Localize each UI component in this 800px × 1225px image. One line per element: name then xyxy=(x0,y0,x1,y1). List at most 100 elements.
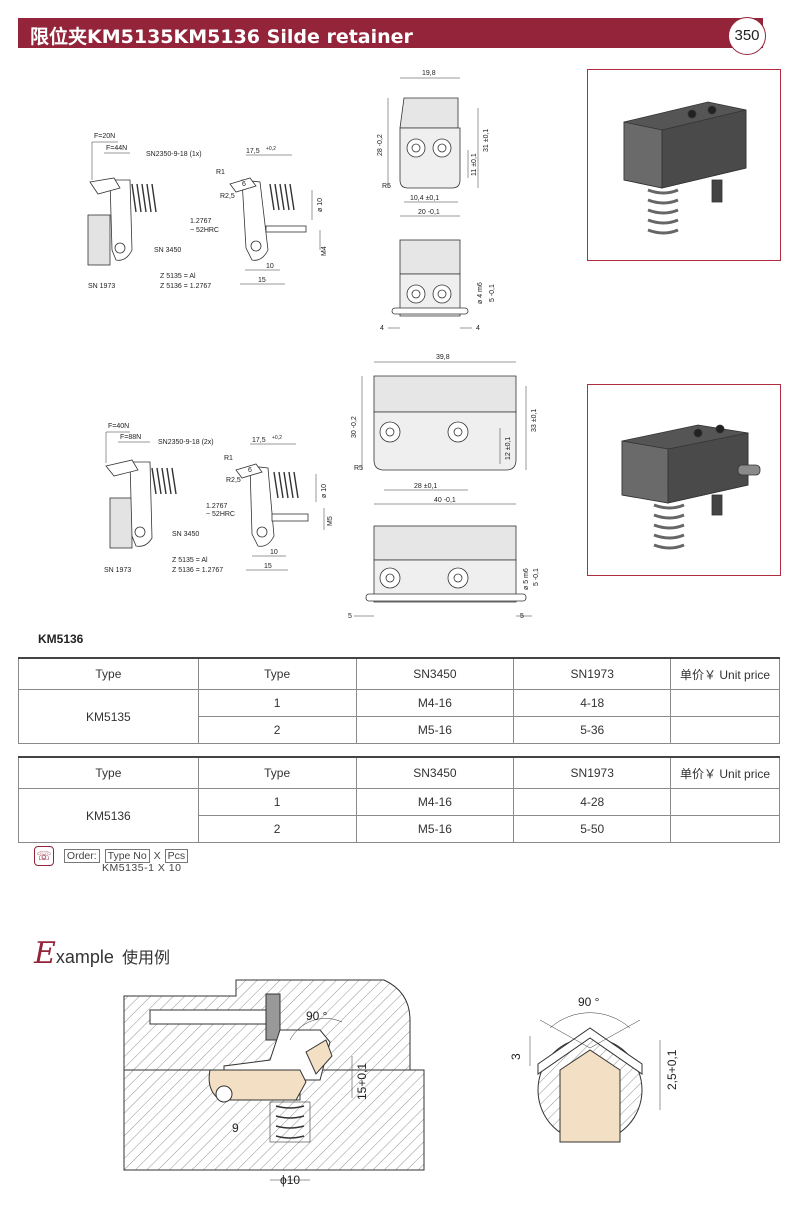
v2-h12: 12 ±0,1 xyxy=(505,437,512,460)
v2-h33: 33 ±0,1 xyxy=(531,409,538,432)
table-cell: 4-28 xyxy=(513,788,672,816)
d1-mthread: M4 xyxy=(321,246,328,256)
v2-phi5: ø 5 m6 xyxy=(523,568,530,590)
ex-dim3: 3 xyxy=(509,1053,523,1060)
ex-dim15: 15+0,1 xyxy=(355,1063,369,1100)
side-drawing-km5136: F=40N F=88N SN2350-9-18 (2x) 17,5 +0,2 R… xyxy=(104,423,334,574)
ex-dim9: 9 xyxy=(232,1121,239,1135)
v1-w104: 10,4 ±0,1 xyxy=(410,195,439,202)
example-rest: xample xyxy=(55,947,114,967)
price-table-km5136: Type Type SN3450 SN1973 单价￥ Unit price K… xyxy=(18,756,780,843)
d2-mat1: 1.2767 xyxy=(206,503,228,510)
table-row: 2 M5-16 5-50 xyxy=(19,815,780,843)
v1-d4a: 4 xyxy=(380,325,384,332)
table-row: KM5135 1 M4-16 4-18 xyxy=(18,689,780,744)
photo-km5136 xyxy=(587,384,781,576)
v1-width-top: 19,8 xyxy=(422,70,436,77)
example-big-letter: E xyxy=(34,936,56,971)
phone-icon: ☏ xyxy=(34,846,54,866)
v2-w40: 40 -0,1 xyxy=(434,497,456,504)
side-drawing-km5135: F=20N F=44N SN2350-9-18 (1x) 17,5 +0,2 R… xyxy=(87,133,328,290)
v2-w28: 28 ±0,1 xyxy=(414,483,437,490)
ex-phi10: ϕ10 xyxy=(280,1173,300,1187)
v1-h28: 28 -0,2 xyxy=(377,134,384,156)
table-header-cell: 单价￥ Unit price xyxy=(670,657,780,690)
v2-width-top: 39,8 xyxy=(436,354,450,361)
views-km5136: 39,8 30 -0,2 33 ±0,1 12 ±0,1 R5 28 ±0,1 … xyxy=(348,354,540,620)
page-number: 350 xyxy=(728,17,766,55)
d1-tol: +0,2 xyxy=(266,146,276,152)
table-header-cell: SN1973 xyxy=(513,657,672,690)
v2-d5: 5 -0,1 xyxy=(533,568,540,586)
d1-sn3450: SN 3450 xyxy=(154,247,181,254)
table-cell: 2 xyxy=(197,815,357,843)
d1-force-f2: F=44N xyxy=(106,145,127,152)
v2-h30: 30 -0,2 xyxy=(351,416,358,438)
v1-d5: 5 -0,1 xyxy=(489,284,496,302)
d2-force-f1: F=40N xyxy=(108,423,129,430)
d1-r25: R2,5 xyxy=(220,193,235,200)
d2-dim-175: 17,5 xyxy=(252,437,266,444)
v2-d5b: 5 xyxy=(520,613,524,620)
table-header-cell: SN1973 xyxy=(513,756,672,789)
header-banner: 限位夹KM5135KM5136 Silde retainer xyxy=(18,18,763,48)
table-cell: 5-50 xyxy=(513,815,672,843)
v1-r5: R5 xyxy=(382,183,391,190)
table-header-cell: Type xyxy=(197,756,357,789)
d1-phi10: ø 10 xyxy=(317,198,324,212)
d2-force-f2: F=88N xyxy=(120,434,141,441)
d1-mat1: 1.2767 xyxy=(190,218,212,225)
table-cell: 1 xyxy=(197,788,357,816)
table-header-cell: SN3450 xyxy=(355,756,515,789)
table-model-cell: KM5135 xyxy=(18,689,199,744)
d1-dim6: 6 xyxy=(242,181,246,188)
d2-tol: +0,2 xyxy=(272,435,282,441)
d1-r1: R1 xyxy=(216,169,225,176)
page-title: 限位夹KM5135KM5136 Silde retainer xyxy=(30,26,413,48)
d2-sn1973: SN 1973 xyxy=(104,567,131,574)
part-photo-2-image xyxy=(621,424,761,550)
table-cell xyxy=(670,716,780,744)
d2-sn3450: SN 3450 xyxy=(172,531,199,538)
d1-z5135: Z 5135 = Al xyxy=(160,273,196,280)
d1-dim15: 15 xyxy=(258,277,266,284)
photo-km5135 xyxy=(587,69,781,261)
d2-spring: SN2350-9-18 (2x) xyxy=(158,439,214,446)
v2-r5: R5 xyxy=(354,465,363,472)
table-row: 2 M5-16 5-36 xyxy=(19,716,780,744)
d1-spring: SN2350-9-18 (1x) xyxy=(146,151,202,158)
part-photo-1-image xyxy=(623,101,747,235)
d1-sn1973: SN 1973 xyxy=(88,283,115,290)
d2-r25: R2,5 xyxy=(226,477,241,484)
table-cell: M4-16 xyxy=(355,689,515,717)
table-cell: M4-16 xyxy=(355,788,515,816)
d1-force-f1: F=20N xyxy=(94,133,115,140)
v1-h31: 31 ±0,1 xyxy=(483,129,490,152)
d2-dim15: 15 xyxy=(264,563,272,570)
order-pcs: Pcs xyxy=(164,848,189,863)
order-type-no: Type No xyxy=(104,848,150,863)
order-x: X xyxy=(153,849,161,862)
d2-mthread: M5 xyxy=(327,516,334,526)
table-header-row: Type Type SN3450 SN1973 单价￥ Unit price xyxy=(18,657,780,690)
table-cell: 1 xyxy=(197,689,357,717)
example-title: Example 使用例 xyxy=(34,936,170,971)
d2-dim10: 10 xyxy=(270,549,278,556)
example-cn: 使用例 xyxy=(121,950,170,967)
v2-d5a: 5 xyxy=(348,613,352,620)
table-cell xyxy=(670,815,780,843)
v1-h11: 11 ±0,1 xyxy=(471,153,478,176)
table-row: KM5136 1 M4-16 4-28 xyxy=(18,788,780,843)
table-header-cell: SN3450 xyxy=(355,657,515,690)
table-cell: 2 xyxy=(197,716,357,744)
d2-phi10: ø 10 xyxy=(321,484,328,498)
v1-d4b: 4 xyxy=(476,325,480,332)
table-header-row: Type Type SN3450 SN1973 单价￥ Unit price xyxy=(18,756,780,789)
table-header-cell: Type xyxy=(197,657,357,690)
table-cell xyxy=(670,788,780,816)
d1-dim10: 10 xyxy=(266,263,274,270)
d2-mat2: ~ 52HRC xyxy=(206,511,235,518)
ex-dim25: 2,5+0,1 xyxy=(665,1049,679,1090)
v1-w20: 20 -0,1 xyxy=(418,209,440,216)
ex-angle2: 90 ° xyxy=(578,995,600,1009)
